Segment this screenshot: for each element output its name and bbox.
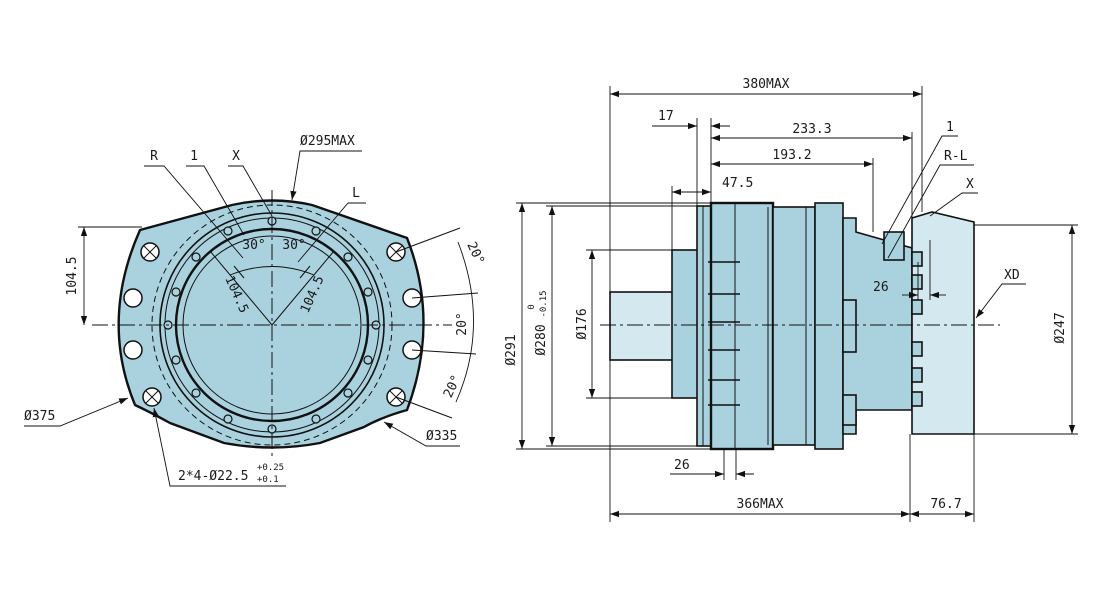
ring-bolt <box>343 252 353 262</box>
front-view: 104.5 104.5 104.5 30° 30° 20° 20° 20° R … <box>24 134 487 487</box>
label-max-diameter: Ø295MAX <box>300 134 355 149</box>
port-label-RL: R-L <box>944 149 968 164</box>
dim-280-tol-upper: 0 <box>527 304 537 309</box>
leader-max-diameter <box>290 150 362 201</box>
leader-bolt-circle-inner <box>383 421 460 447</box>
leader-1 <box>186 165 245 236</box>
flange-angle-arc <box>455 241 474 403</box>
main-housing <box>709 201 775 451</box>
mount-hole <box>123 340 143 360</box>
radial-line-right <box>271 250 335 326</box>
angle-arc <box>229 266 315 276</box>
ring-bolt <box>171 355 181 365</box>
dim-17-label: 17 <box>658 109 674 124</box>
dim-280-tol-lower: -0.15 <box>539 290 549 317</box>
leader-L <box>297 202 366 263</box>
dim-176-label: Ø176 <box>575 308 590 339</box>
mount-hole <box>123 288 143 308</box>
leader-R <box>144 165 244 259</box>
dim-104-5-label: 104.5 <box>65 256 80 295</box>
dim-291-label: Ø291 <box>504 334 519 365</box>
housing-band-1 <box>772 206 816 446</box>
port-label-XD: XD <box>1004 268 1020 283</box>
dim-380-label: 380MAX <box>743 77 790 92</box>
label-X: X <box>232 149 240 164</box>
output-shaft <box>609 291 674 361</box>
housing-detail-lines <box>702 203 807 449</box>
end-cap-teeth <box>911 251 923 407</box>
flange-angle-ext-3 <box>411 349 477 355</box>
angle-label-left: 30° <box>242 238 265 253</box>
mount-flange <box>696 205 713 447</box>
ring-bolt <box>223 226 233 236</box>
label-L: L <box>352 186 360 201</box>
dim-193-label: 193.2 <box>772 148 811 163</box>
dim-26-bottom-label: 26 <box>674 458 690 473</box>
ring-bolt <box>363 355 373 365</box>
dim-233-label: 233.3 <box>792 122 831 137</box>
label-bolt-circle-outer: Ø375 <box>24 409 55 424</box>
ring-bolt <box>343 388 353 398</box>
dim-280-label: Ø280 <box>534 324 549 355</box>
ring-bolt <box>311 414 321 424</box>
ring-bolt <box>191 388 201 398</box>
port-label-1: 1 <box>946 120 954 135</box>
angle-label-right: 30° <box>282 238 305 253</box>
rear-step-1 <box>842 299 857 353</box>
ring-bolt <box>311 226 321 236</box>
housing-band-2 <box>814 202 844 450</box>
ring-bolt <box>223 414 233 424</box>
dim-26-top-label: 26 <box>873 280 889 295</box>
ring-bolts <box>163 216 381 434</box>
flange-angle-label-2: 20° <box>455 312 470 335</box>
flange-angle-ext-4 <box>395 396 453 419</box>
ring-bolt <box>171 287 181 297</box>
flange-angle-label-1: 20° <box>463 240 487 268</box>
port-boss <box>883 231 905 261</box>
port-leader-X <box>929 192 978 217</box>
port-leader-XD <box>975 283 1026 319</box>
label-R: R <box>150 149 158 164</box>
leader-mount-holes <box>152 407 286 487</box>
radial-line-left <box>209 250 273 326</box>
leader-bolt-circle-outer <box>24 397 129 427</box>
ring-bolt <box>191 252 201 262</box>
flange-angle-label-3: 20° <box>441 373 465 401</box>
label-1: 1 <box>190 149 198 164</box>
label-mount-tol-upper: +0.25 <box>257 463 284 473</box>
label-mount-tol-lower: +0.1 <box>257 475 279 485</box>
port-label-X: X <box>966 177 974 192</box>
spline-marks <box>708 261 740 406</box>
dim-47-label: 47.5 <box>722 176 753 191</box>
dim-366-label: 366MAX <box>737 497 784 512</box>
leader-X <box>228 165 273 217</box>
rear-step-2 <box>842 394 857 426</box>
label-bolt-circle-inner: Ø335 <box>426 429 457 444</box>
label-mount-holes: 2*4-Ø22.5 <box>178 469 248 484</box>
port-leader-1 <box>881 135 958 245</box>
flange-angle-ext-1 <box>395 227 461 253</box>
ring-bolt <box>363 287 373 297</box>
flange-angle-ext-2 <box>411 292 479 299</box>
dim-76-label: 76.7 <box>930 497 961 512</box>
port-leader-RL <box>887 164 974 259</box>
dim-247-label: Ø247 <box>1053 312 1068 343</box>
pilot-hub <box>671 249 701 399</box>
side-view: 380MAX 17 233.3 193.2 47.5 1 R-L X XD 26 <box>504 77 1078 522</box>
